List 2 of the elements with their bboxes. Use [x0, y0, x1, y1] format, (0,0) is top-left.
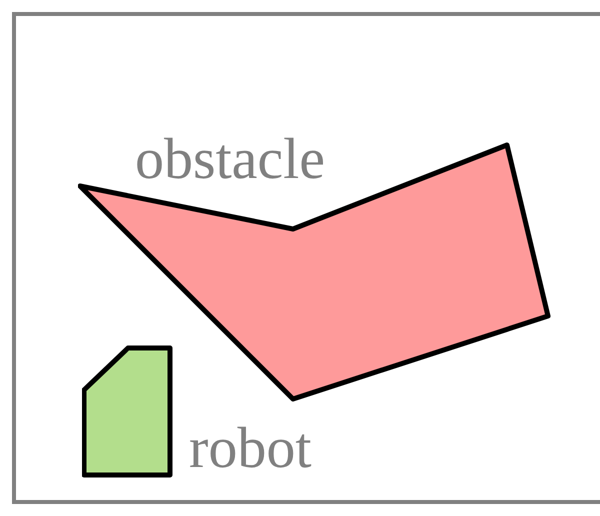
robot-label: robot [189, 419, 312, 477]
obstacle-label: obstacle [135, 130, 326, 188]
